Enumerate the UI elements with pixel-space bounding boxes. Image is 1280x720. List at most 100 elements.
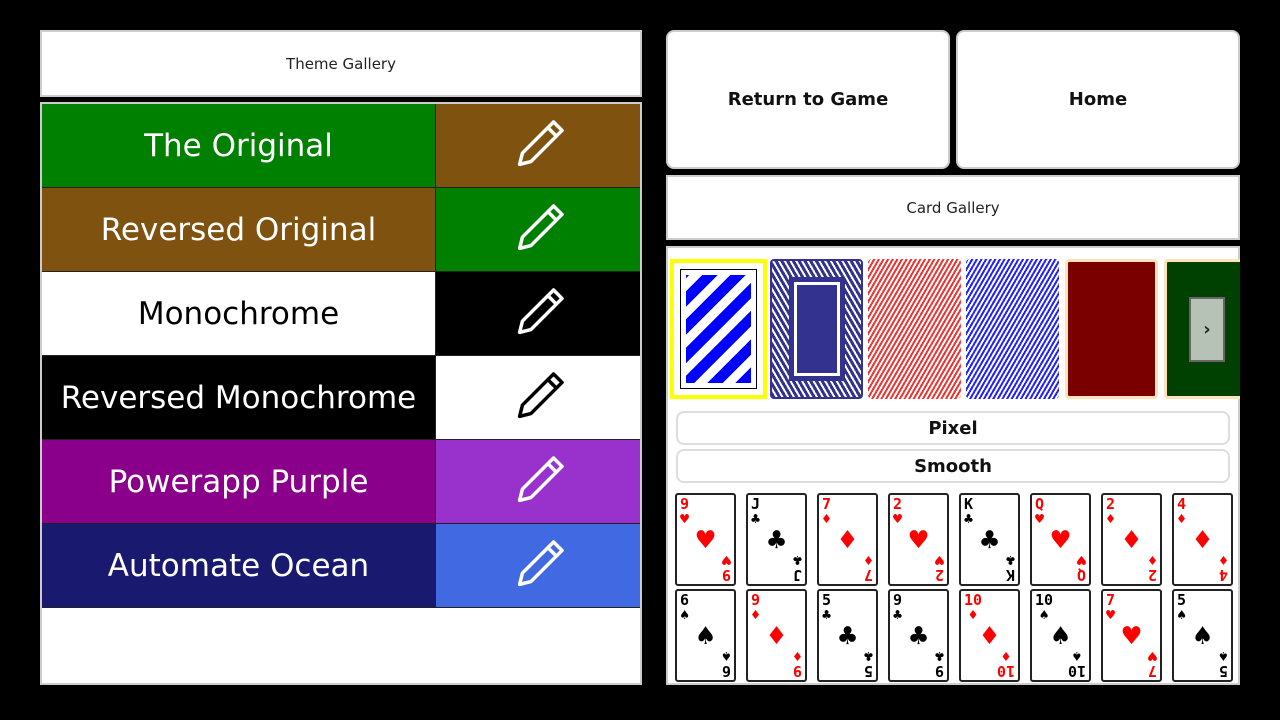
playing-card[interactable]: 9♣♣9♣ bbox=[888, 589, 949, 682]
card-back-blue-stripes[interactable] bbox=[670, 259, 767, 399]
card-corner: 6♠ bbox=[680, 591, 690, 624]
card-center-suit: ♣ bbox=[909, 619, 928, 654]
playing-card[interactable]: 6♠♠6♠ bbox=[675, 589, 736, 682]
card-corner: 2♦ bbox=[1147, 551, 1157, 584]
edit-theme-button[interactable] bbox=[435, 524, 640, 607]
playing-card[interactable]: 5♠♠5♠ bbox=[1172, 589, 1233, 682]
pencil-icon bbox=[517, 287, 564, 334]
theme-row[interactable]: Powerapp Purple bbox=[42, 440, 640, 524]
card-corner: K♣ bbox=[1005, 551, 1015, 584]
card-corner: 9♥ bbox=[680, 495, 690, 528]
card-corner: 5♠ bbox=[1177, 591, 1187, 624]
card-corner: 9♥ bbox=[721, 551, 731, 584]
theme-row[interactable]: Automate Ocean bbox=[42, 524, 640, 608]
card-corner: 10♦ bbox=[996, 647, 1015, 680]
card-corner: 2♥ bbox=[893, 495, 903, 528]
card-center-suit: ♦ bbox=[1122, 523, 1141, 558]
theme-name[interactable]: The Original bbox=[42, 104, 435, 187]
playing-card[interactable]: 2♥♥2♥ bbox=[888, 493, 949, 586]
playing-card[interactable]: 9♥♥9♥ bbox=[675, 493, 736, 586]
pencil-icon bbox=[517, 371, 564, 418]
pencil-icon bbox=[517, 455, 564, 502]
card-back-blue-diagonal[interactable] bbox=[966, 259, 1059, 399]
card-back-red-diagonal[interactable] bbox=[868, 259, 961, 399]
playing-card[interactable]: Q♥♥Q♥ bbox=[1030, 493, 1091, 586]
edit-theme-button[interactable] bbox=[435, 104, 640, 187]
card-center-suit: ♣ bbox=[980, 523, 999, 558]
card-corner: 4♦ bbox=[1218, 551, 1228, 584]
theme-row[interactable]: Reversed Original bbox=[42, 188, 640, 272]
card-corner: 10♠ bbox=[1035, 591, 1054, 624]
card-back-dark-red[interactable] bbox=[1065, 259, 1158, 399]
card-back-blue-ornate[interactable] bbox=[770, 259, 863, 399]
edit-theme-button[interactable] bbox=[435, 272, 640, 355]
theme-name[interactable]: Powerapp Purple bbox=[42, 440, 435, 523]
theme-gallery-title: Theme Gallery bbox=[286, 54, 396, 73]
theme-name[interactable]: Reversed Original bbox=[42, 188, 435, 271]
edit-theme-button[interactable] bbox=[435, 356, 640, 439]
card-corner: 5♣ bbox=[822, 591, 832, 624]
smooth-option-button[interactable]: Smooth bbox=[676, 449, 1230, 483]
card-center-suit: ♠ bbox=[1051, 619, 1070, 654]
theme-row[interactable]: Reversed Monochrome bbox=[42, 356, 640, 440]
playing-card[interactable]: 7♦♦7♦ bbox=[817, 493, 878, 586]
edit-theme-button[interactable] bbox=[435, 440, 640, 523]
card-center-suit: ♣ bbox=[767, 523, 786, 558]
pencil-icon bbox=[517, 203, 564, 250]
card-corner: 7♥ bbox=[1106, 591, 1116, 624]
home-button[interactable]: Home bbox=[956, 30, 1240, 169]
card-corner: 5♠ bbox=[1218, 647, 1228, 680]
card-corner: 6♠ bbox=[721, 647, 731, 680]
playing-card[interactable]: 4♦♦4♦ bbox=[1172, 493, 1233, 586]
pixel-option-button[interactable]: Pixel bbox=[676, 411, 1230, 445]
card-corner: Q♥ bbox=[1035, 495, 1045, 528]
card-center-suit: ♣ bbox=[838, 619, 857, 654]
playing-card[interactable]: K♣♣K♣ bbox=[959, 493, 1020, 586]
playing-card[interactable]: 10♦♦10♦ bbox=[959, 589, 1020, 682]
card-gallery-title: Card Gallery bbox=[906, 198, 1000, 217]
pencil-icon bbox=[517, 119, 564, 166]
theme-name[interactable]: Monochrome bbox=[42, 272, 435, 355]
card-corner: 9♦ bbox=[751, 591, 761, 624]
card-corner: Q♥ bbox=[1076, 551, 1086, 584]
card-center-suit: ♠ bbox=[1193, 619, 1212, 654]
card-corner: 10♦ bbox=[964, 591, 983, 624]
card-corner: 5♣ bbox=[863, 647, 873, 680]
theme-name[interactable]: Reversed Monochrome bbox=[42, 356, 435, 439]
playing-card[interactable]: J♣♣J♣ bbox=[746, 493, 807, 586]
theme-row[interactable]: The Original bbox=[42, 104, 640, 188]
card-corner: 9♣ bbox=[934, 647, 944, 680]
pencil-icon bbox=[517, 539, 564, 586]
playing-card[interactable]: 2♦♦2♦ bbox=[1101, 493, 1162, 586]
card-corner: K♣ bbox=[964, 495, 974, 528]
card-center-suit: ♦ bbox=[767, 619, 786, 654]
playing-card[interactable]: 10♠♠10♠ bbox=[1030, 589, 1091, 682]
playing-card[interactable]: 7♥♥7♥ bbox=[1101, 589, 1162, 682]
card-center-suit: ♠ bbox=[696, 619, 715, 654]
card-center-suit: ♥ bbox=[1051, 523, 1070, 558]
card-corner: 2♥ bbox=[934, 551, 944, 584]
card-center-suit: ♥ bbox=[909, 523, 928, 558]
card-corner: 7♦ bbox=[863, 551, 873, 584]
card-corner: 9♣ bbox=[893, 591, 903, 624]
card-corner: 4♦ bbox=[1177, 495, 1187, 528]
next-backs-button[interactable]: › bbox=[1189, 297, 1225, 362]
card-corner: 10♠ bbox=[1067, 647, 1086, 680]
card-center-suit: ♦ bbox=[1193, 523, 1212, 558]
edit-theme-button[interactable] bbox=[435, 188, 640, 271]
theme-gallery-header: Theme Gallery bbox=[40, 30, 642, 97]
card-corner: J♣ bbox=[792, 551, 802, 584]
card-corner: J♣ bbox=[751, 495, 761, 528]
card-corner: 2♦ bbox=[1106, 495, 1116, 528]
card-center-suit: ♦ bbox=[838, 523, 857, 558]
theme-name[interactable]: Automate Ocean bbox=[42, 524, 435, 607]
card-center-suit: ♥ bbox=[1122, 619, 1141, 654]
card-corner: 9♦ bbox=[792, 647, 802, 680]
card-corner: 7♥ bbox=[1147, 647, 1157, 680]
playing-card[interactable]: 9♦♦9♦ bbox=[746, 589, 807, 682]
chevron-right-icon: › bbox=[1203, 319, 1211, 340]
card-corner: 7♦ bbox=[822, 495, 832, 528]
return-to-game-button[interactable]: Return to Game bbox=[666, 30, 950, 169]
playing-card[interactable]: 5♣♣5♣ bbox=[817, 589, 878, 682]
theme-row[interactable]: Monochrome bbox=[42, 272, 640, 356]
